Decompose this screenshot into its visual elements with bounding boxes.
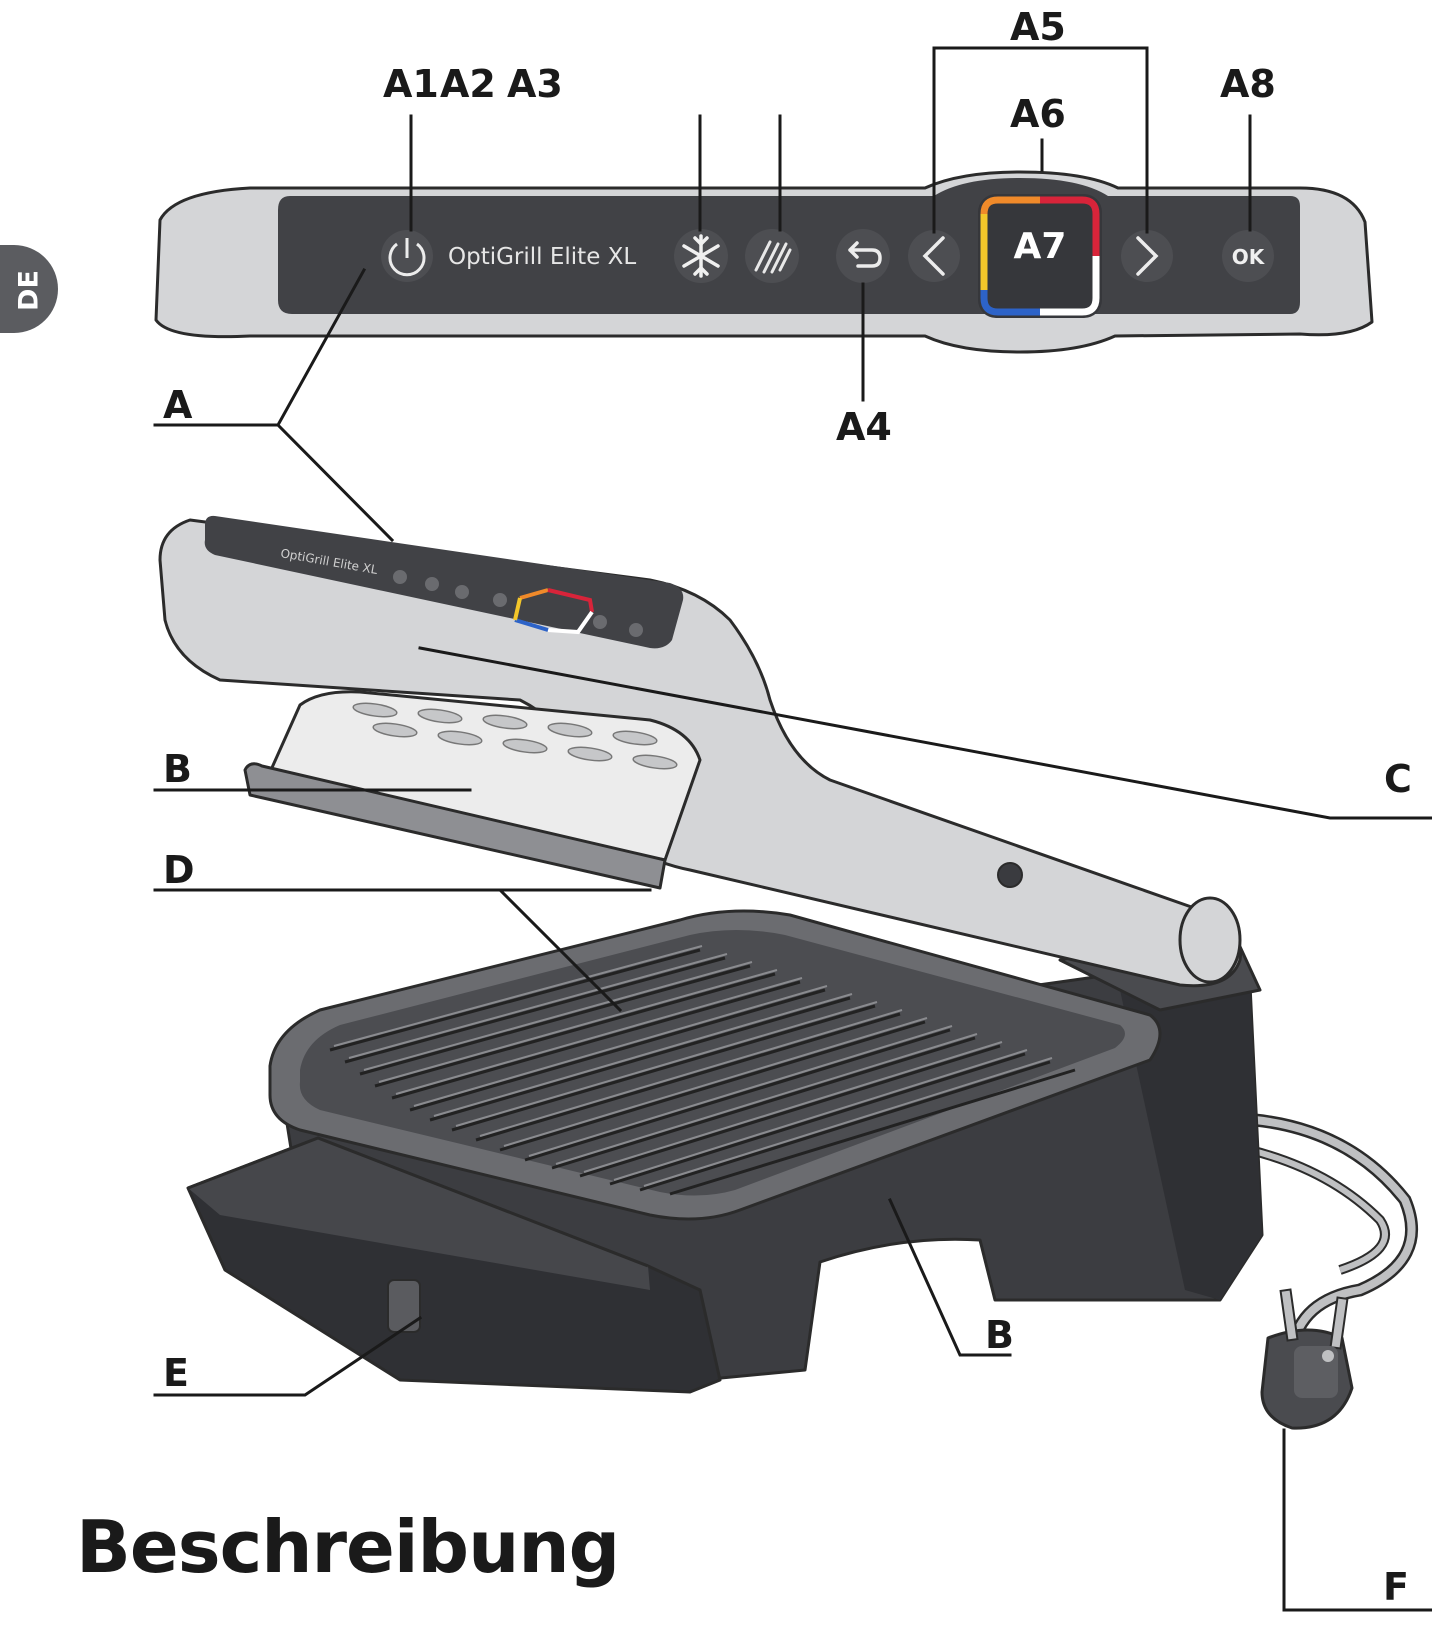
back-button[interactable] — [836, 229, 890, 283]
callout-b-upper: B — [163, 747, 192, 791]
callout-a5: A5 — [1010, 5, 1066, 49]
left-chevron-icon — [922, 236, 945, 276]
upper-plate-vents — [352, 702, 678, 770]
hinge-roller — [1178, 896, 1242, 984]
back-arrow-icon — [848, 241, 882, 268]
callout-b-lower: B — [985, 1313, 1014, 1357]
lid-display-ring — [513, 588, 594, 635]
power-icon — [388, 242, 426, 277]
grill-ridges — [329, 948, 1076, 1196]
callout-a8: A8 — [1220, 62, 1276, 106]
power-button[interactable] — [381, 230, 433, 282]
left-button[interactable] — [908, 230, 960, 282]
callout-f: F — [1383, 1565, 1409, 1609]
grill-ridge-highlights — [333, 945, 1053, 1187]
callout-a: A — [163, 383, 193, 427]
snowflake-icon — [682, 234, 720, 278]
section-heading: Beschreibung — [76, 1505, 620, 1589]
lid-buttons — [393, 570, 643, 637]
hinge-pivot — [997, 862, 1023, 888]
callout-a7: A7 — [1014, 226, 1067, 267]
manual-mode-icon — [754, 240, 792, 274]
power-cord — [1248, 1113, 1419, 1352]
program-display: A7 — [978, 194, 1102, 318]
grill-illustration: OptiGrill Elite XL — [158, 515, 1419, 1430]
ok-button-label: OK — [1232, 245, 1266, 269]
ring-blue — [980, 290, 1040, 316]
ok-button[interactable]: OK — [1222, 230, 1274, 282]
panel-brand: OptiGrill Elite XL — [448, 244, 636, 270]
grill-leader-lines — [153, 646, 1432, 1612]
ring-red — [1040, 196, 1100, 256]
lid-panel — [204, 515, 684, 649]
callout-c: C — [1384, 757, 1412, 801]
callout-e: E — [163, 1351, 189, 1395]
manual-mode-button[interactable] — [745, 229, 799, 283]
callout-a2: A2 — [440, 62, 496, 106]
callout-a3: A3 — [507, 62, 563, 106]
ring-orange — [980, 196, 1040, 215]
right-chevron-icon — [1136, 236, 1159, 276]
power-plug — [1260, 1288, 1354, 1430]
panel-leader-lines — [153, 46, 1252, 543]
callout-a4: A4 — [836, 405, 892, 449]
ring-white — [1040, 256, 1100, 316]
frozen-button[interactable] — [674, 229, 728, 283]
callout-d: D — [163, 848, 195, 892]
upper-plate-rim — [243, 762, 667, 890]
callout-a6: A6 — [1010, 92, 1066, 136]
right-button[interactable] — [1121, 230, 1173, 282]
callout-a1: A1 — [383, 62, 439, 106]
callout-labels: A1 A2 A3 A5 A6 A8 A4 A B C D B E F — [163, 5, 1412, 1609]
control-panel-closeup: OptiGrill Elite XL — [154, 170, 1374, 354]
